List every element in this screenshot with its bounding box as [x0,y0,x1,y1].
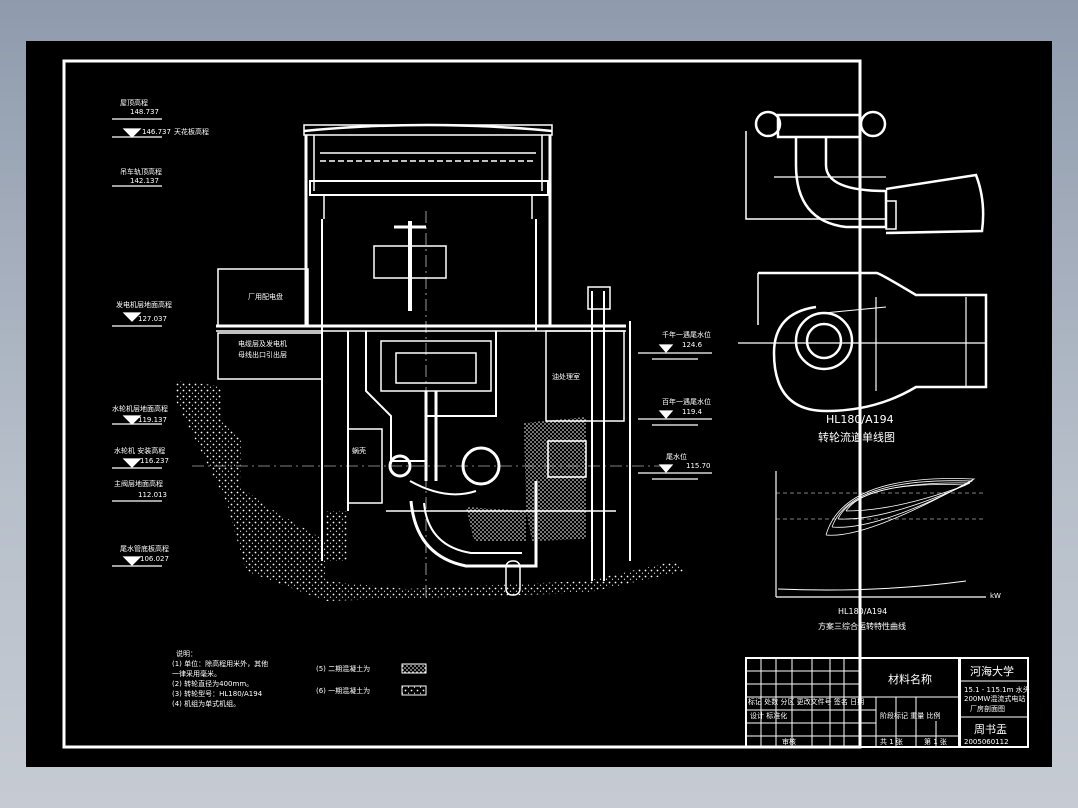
drawing-sheet: 屋顶高程 148.737 146.737 天花板高程 吊车轨顶高程 142.13… [26,41,1052,767]
tb-school: 河海大学 [970,664,1014,678]
elev-value-turbine-install: 116.237 [140,457,169,465]
note-3: (3) 转轮型号：HL180/A194 [172,689,263,698]
tb-material-label: 材料名称 [888,672,932,686]
tb-review-row: 审核 [782,737,796,746]
elev-label-crane: 吊车轨顶高程 [120,167,162,176]
curve-x-unit: kW [990,592,1001,600]
tw-value-100yr: 119.4 [682,408,703,416]
tw-label-100yr: 百年一遇尾水位 [662,397,711,406]
room-label-switchgear: 厂用配电盘 [248,292,283,301]
runner-model-label: HL180/A194 [826,413,894,426]
tb-designer: 周书盂 [974,723,1007,736]
tb-design-row: 设计 标准化 [750,711,787,720]
elev-label-valve-floor: 主阀层地面高程 [114,479,163,488]
tb-sheet-total: 共 1 张 [880,737,903,746]
tb-stage-row: 阶段标记 重量 比例 [880,711,940,720]
runner-flowpath-diagram [738,110,988,413]
room-label-busbar: 母线出口引出层 [238,350,287,359]
elev-label-draft-tube: 尾水管底板高程 [120,544,169,553]
tb-project-line1: 15.1 - 115.1m 水头 [964,685,1030,694]
note-1: (1) 单位：除高程用米外，其他 [172,659,268,668]
elev-value-valve-floor: 112.013 [138,491,167,499]
tw-label-1000yr: 千年一遇尾水位 [662,330,711,339]
operating-curve-chart [775,471,986,598]
legend-primary-concrete [401,685,427,696]
elev-label-roof: 屋顶高程 [120,98,148,107]
title-block-text: 材料名称 河海大学 15.1 - 115.1m 水头 200MW混流式电站 厂房… [748,664,1030,746]
elevation-labels-left: 屋顶高程 148.737 146.737 天花板高程 吊车轨顶高程 142.13… [112,98,209,563]
room-labels: 厂用配电盘 电缆层及发电机 母线出口引出层 油处理室 蜗壳 [238,292,580,455]
room-label-pit: 蜗壳 [352,446,366,455]
tb-header-row: 标记 处数 分区 更改文件号 签名 日期 [748,697,864,706]
elev-value-draft-tube: 106.027 [140,555,169,563]
note-1b: 一律采用毫米。 [172,669,221,678]
drawing-border [62,59,862,749]
tb-project-line3: 厂房剖面图 [970,704,1005,713]
elev-value-roof: 148.737 [130,108,159,116]
notes-heading: 说明： [176,649,197,658]
tb-project-line2: 200MW混流式电站 [964,694,1025,703]
note-5: (5) 二期混凝土为 [316,664,370,673]
note-6: (6) 一期混凝土为 [316,686,370,695]
concrete-fill [176,381,684,601]
tw-value-normal: 115.70 [686,462,711,470]
elev-value-generator-floor: 127.037 [138,315,167,323]
room-label-cable: 电缆层及发电机 [238,339,287,348]
room-label-oil: 油处理室 [552,372,580,381]
elevation-markers-left [112,118,162,567]
note-4: (4) 机组为单式机组。 [172,699,240,708]
tw-value-1000yr: 124.6 [682,341,703,349]
legend-secondary-concrete [401,663,427,674]
runner-caption: 转轮流道单线图 [818,430,895,444]
note-2: (2) 转轮直径为400mm。 [172,679,253,688]
drawing-canvas: 屋顶高程 148.737 146.737 天花板高程 吊车轨顶高程 142.13… [62,59,1030,749]
curve-caption: 方案三综合运转特性曲线 [818,621,906,631]
elev-value-crane: 142.137 [130,177,159,185]
tw-label-normal: 尾水位 [666,452,687,461]
tb-student-id: 2005060112 [964,738,1009,746]
drawing-notes: 说明： (1) 单位：除高程用米外，其他 一律采用毫米。 (2) 转轮直径为40… [172,649,427,708]
curve-model-label: HL180/A194 [838,607,887,616]
elev-value-ceiling: 146.737 [142,128,171,136]
elev-value-turbine-floor: 119.137 [138,416,167,424]
powerhouse-section [192,123,666,601]
elev-label-turbine-install: 水轮机 安装高程 [114,446,165,455]
elev-label-generator-floor: 发电机层地面高程 [116,300,172,309]
tb-sheet-no: 第 1 张 [924,737,947,746]
elevation-markers-right [638,344,712,480]
elev-label-turbine-floor: 水轮机层地面高程 [112,404,168,413]
elevation-labels-right: 千年一遇尾水位 124.6 百年一遇尾水位 119.4 尾水位 115.70 [662,330,711,470]
elev-label-ceiling: 天花板高程 [174,127,209,136]
title-block [745,657,1029,748]
